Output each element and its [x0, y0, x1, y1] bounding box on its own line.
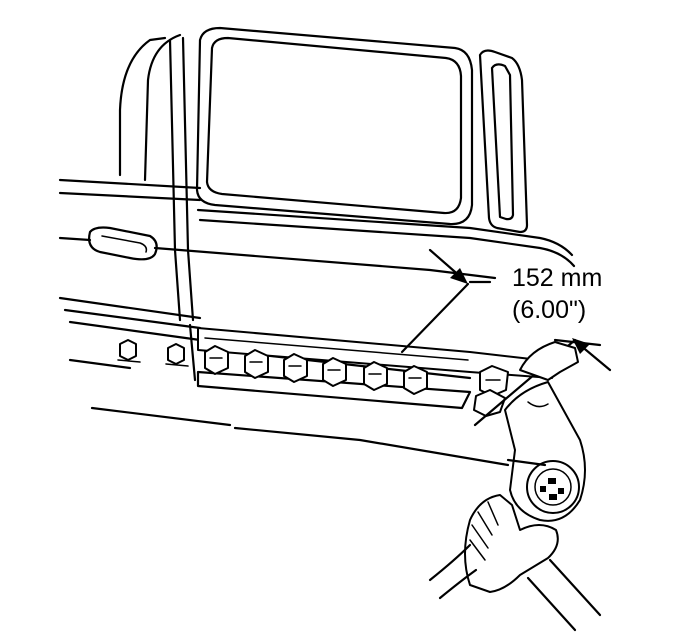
clip	[244, 349, 269, 379]
rocker-lines	[506, 338, 602, 467]
clip	[403, 365, 428, 395]
dimension-label-imperial: (6.00ʺ)	[512, 296, 587, 324]
technician-hand	[428, 494, 602, 632]
clip	[165, 343, 189, 367]
door-handle	[88, 226, 158, 261]
molding-clips	[117, 339, 509, 417]
door-body-lines	[58, 236, 510, 467]
clip	[473, 389, 506, 417]
clip	[322, 357, 347, 387]
dimension-label-metric: 152 mm	[512, 264, 603, 292]
door-window	[195, 26, 474, 226]
clip	[204, 345, 229, 375]
clip	[117, 339, 141, 363]
clip	[363, 361, 388, 391]
clip	[283, 353, 308, 383]
heat-gun-tool	[504, 341, 586, 522]
clip	[479, 365, 509, 397]
body-pillar-lines	[118, 33, 195, 322]
belt-line	[58, 178, 576, 268]
quarter-window	[478, 49, 529, 234]
